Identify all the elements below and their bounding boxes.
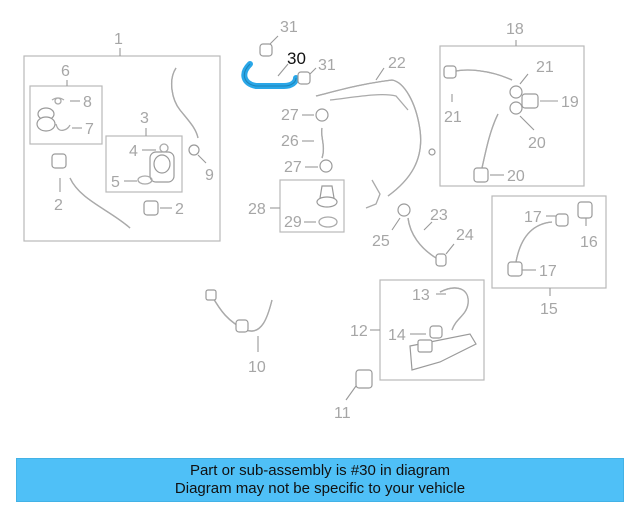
part-9-pipe bbox=[170, 67, 200, 156]
part-6-cluster bbox=[36, 97, 71, 132]
part-23-hose bbox=[407, 217, 437, 259]
label-4: 4 bbox=[129, 143, 138, 160]
part-25-clip bbox=[397, 203, 411, 217]
banner-line-1: Part or sub-assembly is #30 in diagram bbox=[189, 462, 451, 479]
label-14: 14 bbox=[388, 327, 406, 344]
label-19: 19 bbox=[561, 94, 579, 111]
label-6: 6 bbox=[61, 63, 70, 80]
part-27-clip-a bbox=[315, 108, 329, 122]
part-3-thermostat bbox=[137, 143, 175, 185]
label-24: 24 bbox=[456, 227, 474, 244]
label-5: 5 bbox=[111, 174, 120, 191]
label-29: 29 bbox=[284, 214, 302, 231]
leader-30 bbox=[277, 63, 289, 77]
part-31-clamp-b bbox=[297, 71, 311, 85]
label-7: 7 bbox=[85, 121, 94, 138]
label-31b: 31 bbox=[318, 57, 336, 74]
label-22: 22 bbox=[388, 55, 406, 72]
group-box-28 bbox=[279, 179, 345, 233]
label-25: 25 bbox=[372, 233, 390, 250]
label-21b: 21 bbox=[444, 109, 462, 126]
label-17a: 17 bbox=[524, 209, 542, 226]
label-17b: 17 bbox=[539, 263, 557, 280]
group-box-3 bbox=[105, 135, 183, 193]
part-10-hose bbox=[205, 289, 273, 333]
parts-diagram: 1 6 8 7 3 4 5 2 2 9 bbox=[23, 19, 607, 422]
label-20a: 20 bbox=[528, 135, 546, 152]
banner-line-2: Diagram may not be specific to your vehi… bbox=[174, 480, 466, 497]
label-1: 1 bbox=[114, 31, 123, 48]
info-banner: Part or sub-assembly is #30 in diagram D… bbox=[16, 458, 624, 502]
part-2-hose bbox=[51, 153, 159, 229]
part-12-assembly bbox=[409, 287, 477, 371]
label-10: 10 bbox=[248, 359, 266, 376]
part-28-reservoir-cap bbox=[316, 185, 338, 228]
label-20b: 20 bbox=[507, 168, 525, 185]
label-12: 12 bbox=[350, 323, 368, 340]
part-24-clamp bbox=[435, 253, 447, 267]
label-27a: 27 bbox=[281, 107, 299, 124]
group-box-15 bbox=[491, 195, 607, 289]
group-box-6 bbox=[29, 85, 103, 145]
label-9: 9 bbox=[205, 167, 214, 184]
part-31-clamp-a bbox=[259, 43, 273, 57]
label-11: 11 bbox=[334, 405, 351, 422]
label-2a: 2 bbox=[54, 197, 63, 214]
group-box-1 bbox=[23, 55, 221, 242]
label-21a: 21 bbox=[536, 59, 554, 76]
part-15-hose bbox=[507, 201, 593, 277]
label-30: 30 bbox=[287, 49, 306, 68]
label-16: 16 bbox=[580, 234, 598, 251]
label-18: 18 bbox=[506, 21, 524, 38]
label-3: 3 bbox=[140, 110, 149, 127]
part-22-pipe bbox=[315, 79, 436, 209]
label-31a: 31 bbox=[280, 19, 298, 36]
part-18-hoses bbox=[443, 65, 539, 183]
label-13: 13 bbox=[412, 287, 430, 304]
label-15: 15 bbox=[540, 301, 558, 318]
label-23: 23 bbox=[430, 207, 448, 224]
group-box-18 bbox=[439, 45, 585, 187]
part-11-housing bbox=[355, 369, 373, 389]
label-26: 26 bbox=[281, 133, 299, 150]
label-28: 28 bbox=[248, 201, 266, 218]
label-2b: 2 bbox=[175, 201, 184, 218]
label-27b: 27 bbox=[284, 159, 302, 176]
part-27-clip-b bbox=[319, 159, 333, 173]
label-8: 8 bbox=[83, 94, 92, 111]
